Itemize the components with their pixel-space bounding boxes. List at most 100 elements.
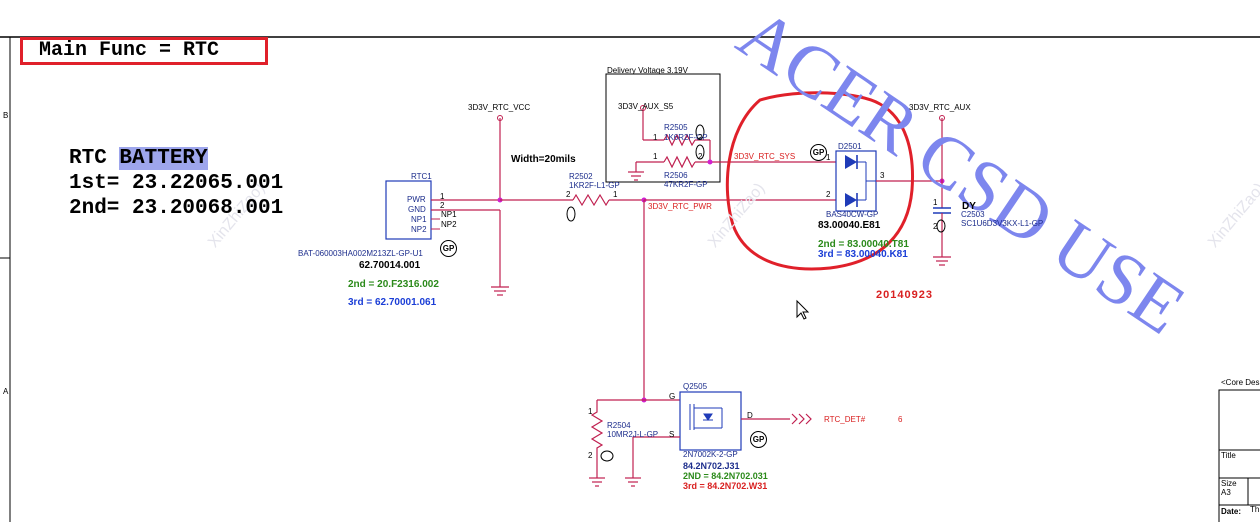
r2504-ref: R2504	[607, 421, 631, 430]
r2502-ref: R2502	[569, 172, 593, 181]
aux-port	[939, 115, 945, 121]
r2506-ref: R2506	[664, 171, 688, 180]
r2506-value: 47KR2F-GP	[664, 180, 708, 189]
resistor-r2504	[590, 400, 604, 478]
d2501-ref: D2501	[838, 142, 862, 151]
date-annotation: 20140923	[876, 289, 933, 301]
delivery-voltage-label: Delivery Voltage 3.19V	[607, 66, 688, 75]
rtc1-ref: RTC1	[411, 172, 432, 181]
junction-rtc-sys	[707, 159, 713, 165]
r2504-pin-1: 1	[588, 407, 593, 416]
battery-highlight: BATTERY	[119, 147, 208, 170]
rtc1-pin-pwr: PWR	[407, 195, 426, 204]
r2505-pin-1: 1	[653, 133, 658, 142]
q2505-pin-g: G	[669, 392, 676, 401]
q2505-part: 2N7002K-2-GP	[683, 450, 738, 459]
net-label-rtc-det: RTC_DET#	[824, 415, 866, 424]
ground-symbol-q2505	[625, 477, 641, 487]
battery-first-source: 1st= 23.22065.001	[69, 172, 284, 195]
r2504-value: 10MR2J-L-GP	[607, 430, 659, 439]
d2501-second-source: 2nd = 83.00040.T81	[818, 239, 909, 250]
c2503-ref: C2503	[961, 210, 985, 219]
title-block-core-design: <Core Des	[1221, 378, 1260, 387]
q2505-ref: Q2505	[683, 382, 708, 391]
rtc1-pin-np1: NP1	[411, 215, 427, 224]
vcc-port	[497, 115, 503, 121]
rtc1-part-number: BAT-060003HA002M213ZL-GP-U1	[298, 249, 423, 258]
r2502-value: 1KR2F-L1-GP	[569, 181, 620, 190]
zone-marker-b: B	[3, 111, 9, 120]
d2501-part: BAS40CW-GP	[826, 210, 879, 219]
rtc1-pin-number-1: 1	[440, 192, 445, 201]
rtc1-pin-gnd: GND	[408, 205, 426, 214]
rtc-prefix: RTC	[69, 147, 120, 170]
c2503-pin-1: 1	[933, 198, 938, 207]
title-block-size: Size	[1221, 479, 1237, 488]
resistor-r2502	[572, 193, 610, 207]
delivery-voltage-box	[605, 73, 721, 183]
d2501-third-source: 3rd = 83.00040.K81	[818, 249, 908, 260]
rtc1-np2-label: NP2	[441, 220, 457, 229]
rtc1-second-source: 2nd = 20.F2316.002	[348, 279, 439, 290]
ground-symbol-c2503	[933, 256, 951, 266]
gp-badge-icon: GP	[750, 431, 767, 448]
r2502-pin-1: 1	[613, 190, 618, 199]
r2502-pin-2: 2	[566, 190, 571, 199]
c2503-pin-2: 2	[933, 222, 938, 231]
title-block-size-value: A3	[1221, 488, 1231, 497]
battery-second-source: 2nd= 23.20068.001	[69, 197, 284, 220]
d2501-diode-1	[845, 155, 857, 169]
rtc-battery-info: RTC BATTERY 1st= 23.22065.001 2nd= 23.20…	[69, 146, 283, 221]
r2505-pin-2: 2	[698, 133, 703, 142]
q2505-third-source: 3rd = 84.2N702.W31	[683, 481, 768, 491]
gp-badge-icon: GP	[810, 144, 827, 161]
resistor-r2506	[663, 155, 696, 169]
mouse-cursor-icon	[796, 299, 810, 320]
rtc1-pin-np2: NP2	[411, 225, 427, 234]
rtc1-pin-number-2: 2	[440, 201, 445, 210]
r2505-ref: R2505	[664, 123, 688, 132]
q2505-pin-d: D	[747, 411, 753, 420]
rtc1-pn: 62.70014.001	[359, 260, 421, 271]
title-block-frame	[1218, 389, 1260, 522]
rtc-det-page-ref: 6	[898, 415, 903, 424]
rtc1-third-source: 3rd = 62.70001.061	[348, 297, 437, 308]
q2505-body	[679, 391, 742, 451]
r2505-value: 1K6R2F-GP	[664, 133, 708, 142]
d2501-pin-2: 2	[826, 190, 831, 199]
title-block-title: Title	[1221, 451, 1236, 460]
q2505-pn: 84.2N702.J31	[683, 461, 740, 471]
rtc1-np1-label: NP1	[441, 210, 457, 219]
net-label-rtc-sys: 3D3V_RTC_SYS	[734, 152, 796, 161]
zone-marker-a: A	[3, 387, 9, 396]
offpage-arrows	[791, 413, 812, 425]
q2505-second-source: 2ND = 84.2N702.031	[683, 471, 768, 481]
q2505-pin-s: S	[669, 430, 675, 439]
r2506-pin-2: 2	[698, 152, 703, 161]
width-note: Width=20mils	[511, 154, 576, 165]
title-block-date: Date:	[1221, 507, 1242, 516]
aux-s5-port	[640, 105, 646, 111]
ground-symbol-r2506	[628, 171, 644, 181]
d2501-pn: 83.00040.E81	[818, 220, 881, 231]
r2506-pin-1: 1	[653, 152, 658, 161]
net-label-aux-s5: 3D3V_AUX_S5	[618, 102, 674, 111]
gp-badge-icon: GP	[440, 240, 457, 257]
c2503-dy: DY	[962, 201, 976, 212]
net-label-rtc-pwr: 3D3V_RTC_PWR	[648, 202, 712, 211]
test-point-symbols	[566, 124, 946, 462]
c2503-value: SC1U6D3V3KX-L1-GP	[961, 219, 1044, 228]
d2501-diode-2	[845, 193, 857, 207]
d2501-pin-1: 1	[826, 153, 831, 162]
r2504-pin-2: 2	[588, 451, 593, 460]
red-annotation-circle	[725, 91, 914, 271]
d2501-pin-3: 3	[880, 171, 885, 180]
q2505-mosfet-symbol	[689, 404, 723, 430]
ground-symbol-rtc1	[491, 286, 509, 296]
net-label-rtc-aux: 3D3V_RTC_AUX	[909, 103, 971, 112]
title-block-date-value: Th	[1250, 505, 1260, 514]
main-func-label: Main Func = RTC	[20, 37, 268, 65]
ground-symbol-r2504	[589, 477, 605, 487]
resistor-r2505	[663, 133, 696, 147]
